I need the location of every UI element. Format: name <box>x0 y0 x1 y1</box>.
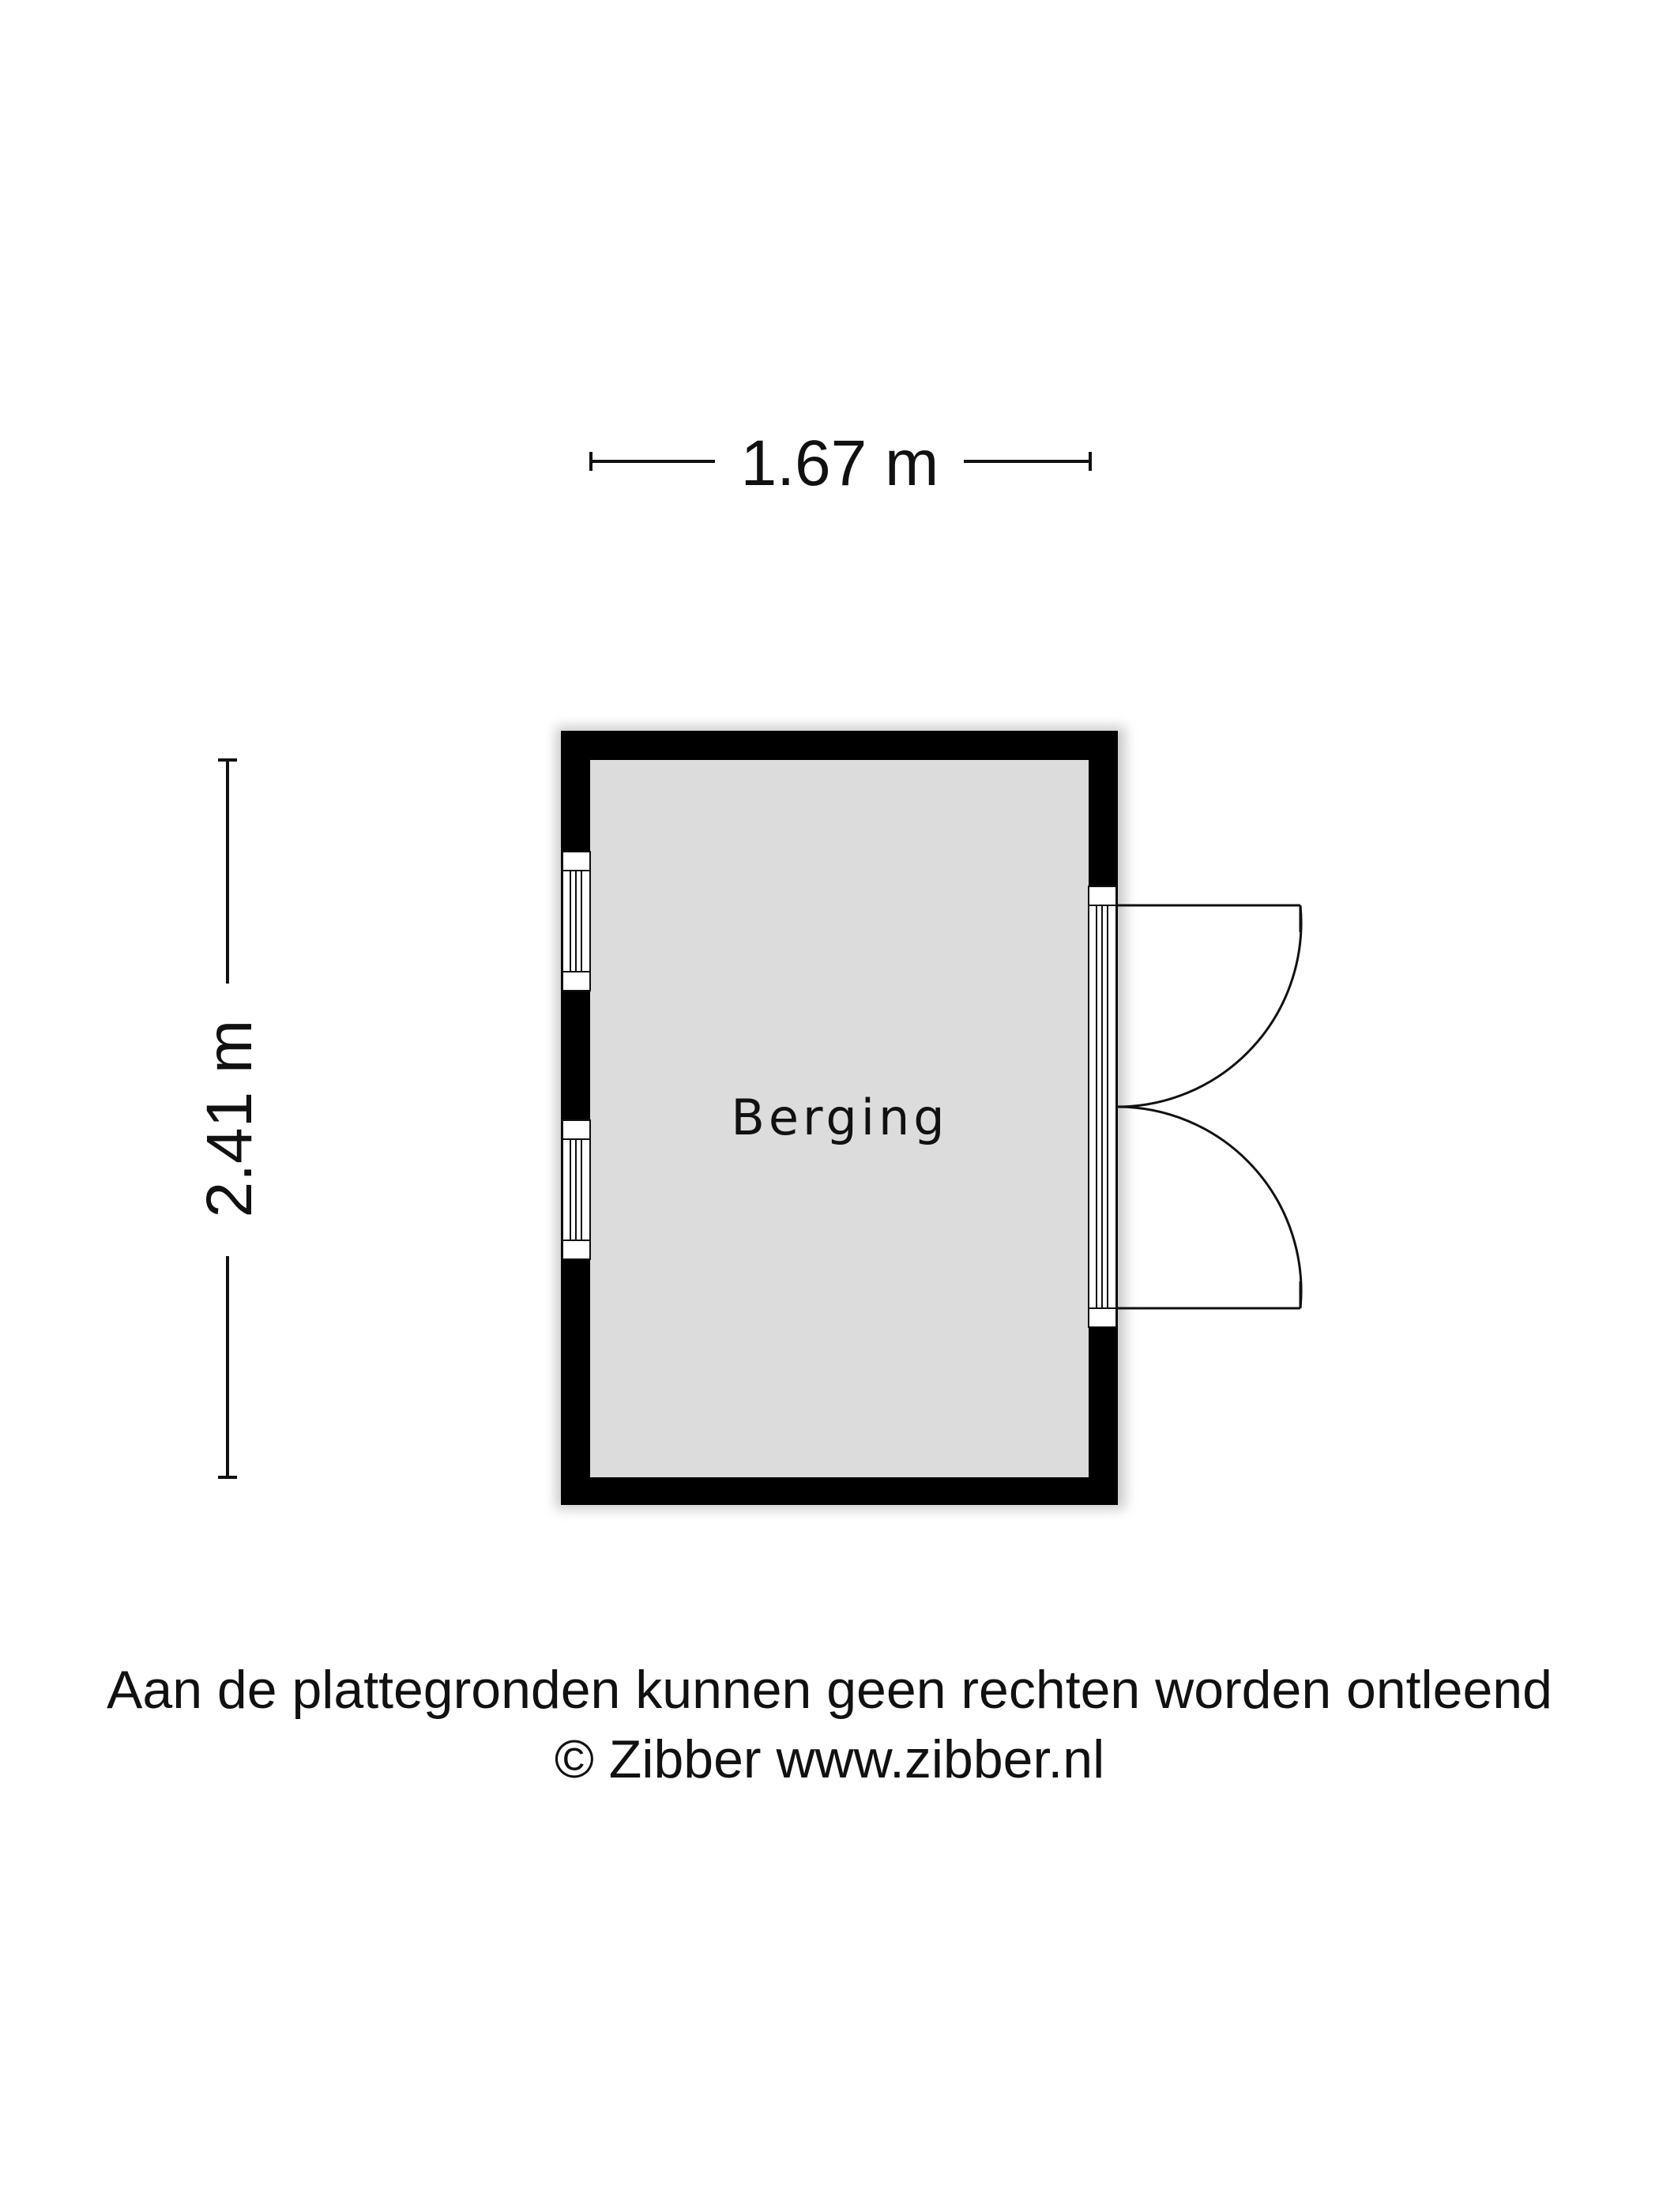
double-door-right <box>1088 886 1303 1328</box>
disclaimer-text: Aan de plattegronden kunnen geen rechten… <box>107 1660 1552 1720</box>
room-label: Berging <box>731 1089 948 1146</box>
room-berging: Berging <box>556 727 1303 1509</box>
height-dimension: 2.41 m <box>194 758 265 1479</box>
width-dimension-label: 1.67 m <box>741 427 939 499</box>
window-left-lower <box>562 1119 591 1260</box>
room-floor <box>590 760 1089 1477</box>
width-dimension: 1.67 m <box>589 427 1092 499</box>
window-left-upper <box>562 851 591 991</box>
copyright-text: © Zibber www.zibber.nl <box>554 1729 1105 1789</box>
height-dimension-label: 2.41 m <box>194 1020 265 1218</box>
